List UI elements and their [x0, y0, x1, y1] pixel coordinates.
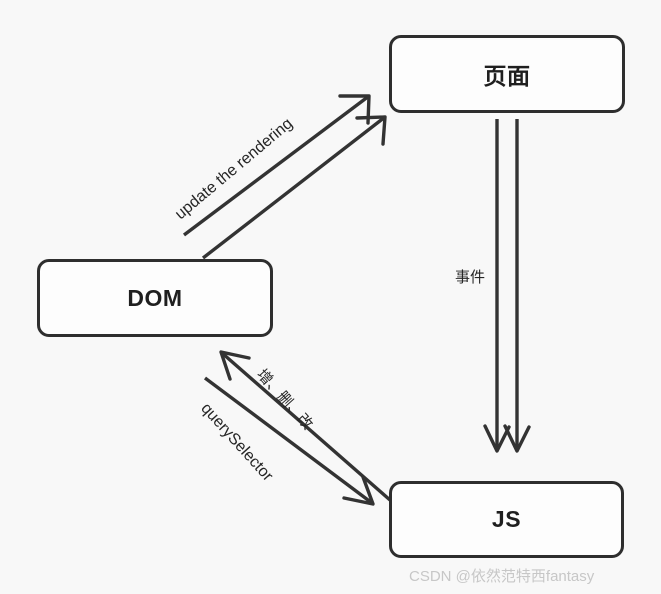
edge-page-to-js — [483, 119, 531, 453]
node-dom[interactable]: DOM — [37, 259, 273, 337]
csdn-watermark: CSDN @依然范特西fantasy — [409, 568, 595, 585]
edge-label-queryselector: querySelector — [197, 400, 277, 485]
edge-label-event: 事件 — [455, 269, 486, 286]
node-js[interactable]: JS — [389, 481, 624, 558]
edge-label-add-delete-modify: 增、删、改 — [253, 366, 316, 434]
node-page[interactable]: 页面 — [389, 35, 625, 113]
edge-label-update-the-rendering: update the rendering — [172, 115, 297, 224]
